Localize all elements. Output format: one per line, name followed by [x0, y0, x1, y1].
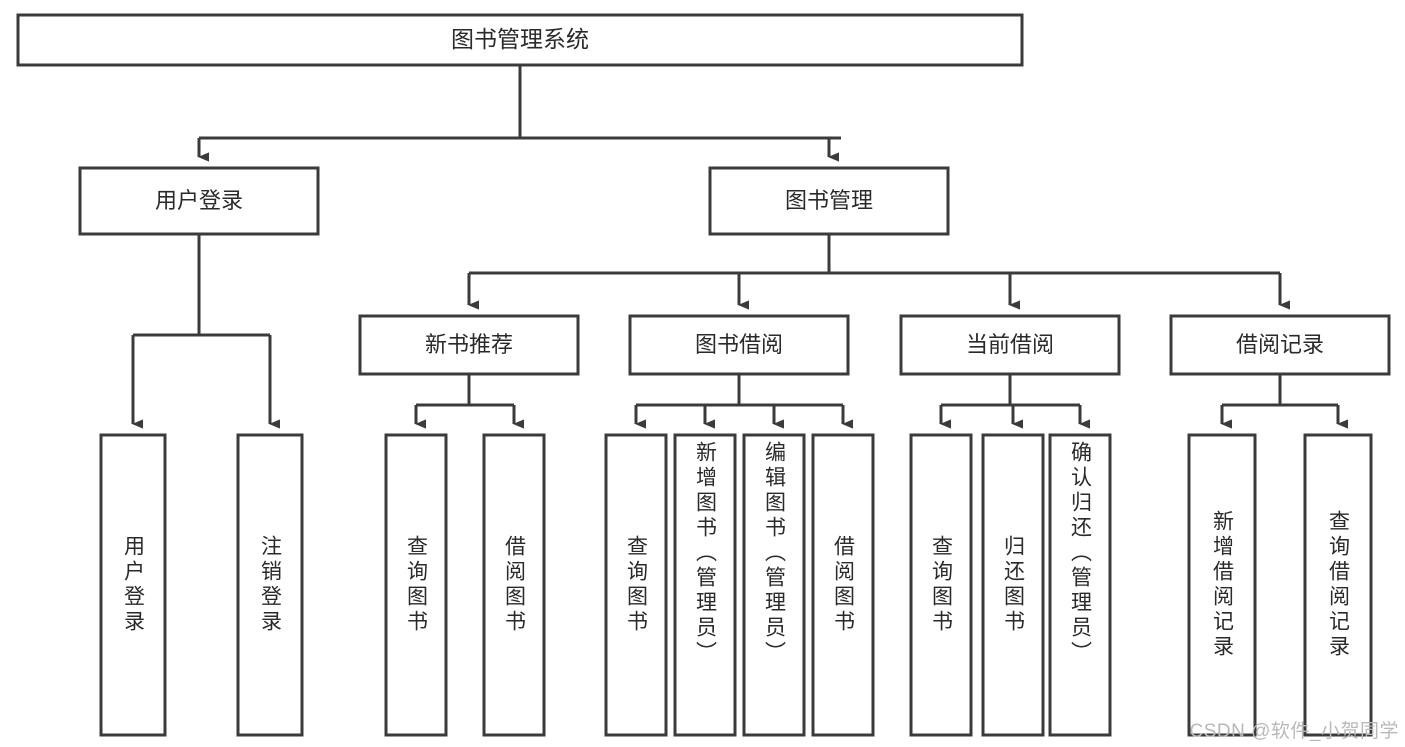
- node-user-login-rect: [78, 166, 320, 236]
- node-borrow-record-label: 借阅记录: [1236, 332, 1324, 357]
- leaf-rect-user-login[interactable]: [99, 433, 167, 737]
- connector-current-to-leaves: [939, 374, 1090, 429]
- leaf-rect-borrow-book-1[interactable]: [482, 433, 546, 737]
- node-book-borrow-label: 图书借阅: [695, 332, 783, 357]
- connector-record-to-leaves: [1220, 374, 1348, 429]
- node-current-borrow-label: 当前借阅: [966, 332, 1054, 357]
- node-borrow-record[interactable]: 借阅记录: [1169, 314, 1391, 376]
- leaf-rect-confirm-return-admin[interactable]: [1048, 433, 1112, 737]
- node-book-management[interactable]: 图书管理: [708, 166, 950, 236]
- node-root-label: 图书管理系统: [451, 26, 589, 52]
- leaf-rect-return-book[interactable]: [981, 433, 1045, 737]
- leaf-rect-query-book-2[interactable]: [604, 433, 668, 737]
- connector-newbook-to-leaves: [414, 374, 524, 429]
- node-current-borrow[interactable]: 当前借阅: [899, 314, 1121, 376]
- node-user-login-label: 用户登录: [155, 188, 243, 213]
- node-book-borrow[interactable]: 图书借阅: [628, 314, 850, 376]
- node-user-login[interactable]: 用户登录: [78, 166, 320, 236]
- node-root[interactable]: 图书管理系统: [16, 13, 1024, 67]
- node-book-management-label: 图书管理: [785, 188, 873, 213]
- node-new-book-recommend-rect: [358, 314, 580, 376]
- leaf-rect-add-book-admin[interactable]: [673, 433, 737, 737]
- csdn-watermark: CSDN @软件_小贺同学: [1189, 721, 1399, 742]
- node-root-rect: [16, 13, 1024, 67]
- connector-root-to-level2: [197, 65, 841, 162]
- leaf-rect-query-borrow-record[interactable]: [1303, 433, 1373, 737]
- leaf-rect-query-book-3[interactable]: [909, 433, 973, 737]
- leaf-nodes: [99, 433, 1373, 737]
- leaf-rect-query-book-1[interactable]: [384, 433, 448, 737]
- node-new-book-recommend-label: 新书推荐: [425, 332, 513, 357]
- node-book-management-rect: [708, 166, 950, 236]
- connector-bookmgmt-to-level3: [467, 234, 1290, 310]
- node-new-book-recommend[interactable]: 新书推荐: [358, 314, 580, 376]
- connector-borrow-to-leaves: [634, 374, 853, 429]
- leaf-rect-borrow-book-2[interactable]: [811, 433, 875, 737]
- node-book-borrow-rect: [628, 314, 850, 376]
- connector-userlogin-to-leaves: [131, 234, 280, 429]
- node-current-borrow-rect: [899, 314, 1121, 376]
- leaf-rect-add-borrow-record[interactable]: [1187, 433, 1257, 737]
- leaf-rect-logout[interactable]: [236, 433, 304, 737]
- leaf-rect-edit-book-admin[interactable]: [742, 433, 806, 737]
- node-borrow-record-rect: [1169, 314, 1391, 376]
